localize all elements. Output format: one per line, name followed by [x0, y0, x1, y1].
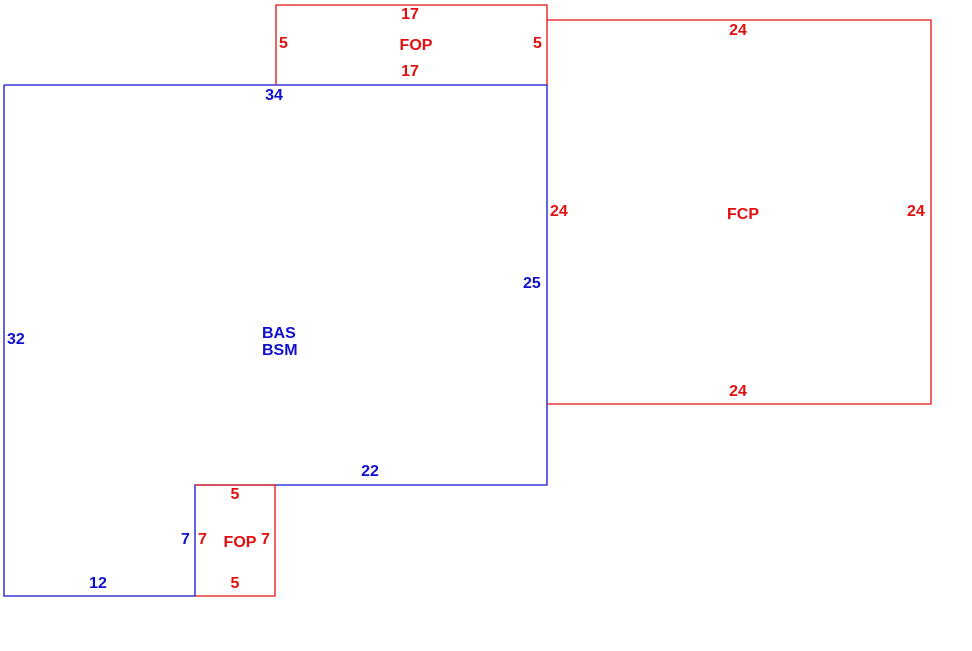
- carport-bottom-dim: 24: [729, 383, 747, 400]
- bottom-porch-left-dim: 7: [198, 531, 207, 548]
- bottom-porch-top-dim: 5: [230, 486, 240, 503]
- carport-left-dim: 24: [550, 203, 568, 220]
- main-area-notch-dim: 7: [181, 531, 190, 548]
- bottom-porch-bottom-dim: 5: [230, 575, 240, 592]
- top-porch-left-dim: 5: [279, 35, 288, 52]
- top-porch-bottom-dim: 17: [401, 63, 419, 80]
- main-area-code-1: BAS: [262, 325, 296, 342]
- main-area-code-2: BSM: [262, 342, 298, 359]
- bottom-porch-outline: [195, 484, 276, 597]
- carport-top-dim: 24: [729, 22, 747, 39]
- top-porch-top-dim: 17: [401, 6, 419, 23]
- top-porch-right-dim: 5: [533, 35, 542, 52]
- main-area-bottom-dim: 12: [89, 575, 107, 592]
- top-porch-outline: [275, 4, 548, 85]
- bottom-porch-code: FOP: [223, 534, 257, 551]
- carport-outline: [547, 19, 932, 405]
- bottom-porch-right-dim: 7: [261, 531, 270, 548]
- main-area-mid-bottom-dim: 22: [361, 463, 379, 480]
- top-porch-code: FOP: [399, 37, 433, 54]
- carport-right-dim: 24: [907, 203, 925, 220]
- carport-code: FCP: [727, 206, 759, 223]
- main-area-right-dim: 25: [523, 275, 541, 292]
- main-area-top-dim: 34: [265, 87, 283, 104]
- main-area-left-dim: 32: [7, 331, 25, 348]
